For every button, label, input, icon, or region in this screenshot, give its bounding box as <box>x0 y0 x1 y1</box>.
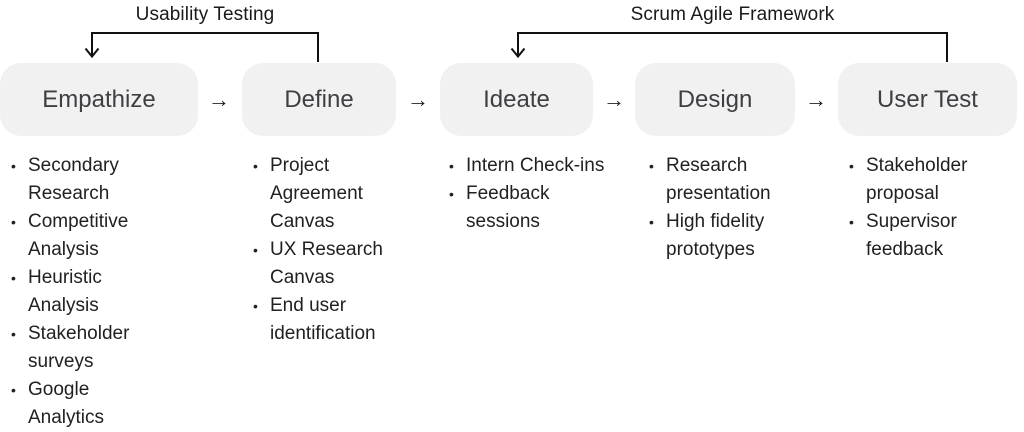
list-item: End user identification <box>250 292 390 348</box>
list-item: Heuristic Analysis <box>8 264 140 320</box>
stage-box-empathize: Empathize <box>0 63 198 136</box>
stage-list-define: Project Agreement Canvas UX Research Can… <box>250 152 390 348</box>
list-item: Competitive Analysis <box>8 208 140 264</box>
stage-box-design: Design <box>635 63 795 136</box>
list-item: Intern Check-ins <box>446 152 618 180</box>
list-item: Feedback sessions <box>446 180 618 236</box>
stage-list-empathize: Secondary Research Competitive Analysis … <box>8 152 140 432</box>
flow-arrow-icon: → <box>805 86 827 112</box>
usability-testing-bracket <box>84 32 319 62</box>
annotation-scrum-agile-framework: Scrum Agile Framework <box>630 4 835 25</box>
down-arrow-icon <box>84 47 100 59</box>
list-item: Secondary Research <box>8 152 140 208</box>
stage-list-design: Research presentation High fidelity prot… <box>646 152 786 264</box>
list-item: Supervisor feedback <box>846 208 980 264</box>
list-item: High fidelity prototypes <box>646 208 786 264</box>
list-item: Stakeholder surveys <box>8 320 140 376</box>
flow-arrow-icon: → <box>208 86 230 112</box>
stage-list-user-test: Stakeholder proposal Supervisor feedback <box>846 152 980 264</box>
flow-arrow-icon: → <box>603 86 625 112</box>
list-item: Google Analytics <box>8 376 140 432</box>
down-arrow-icon <box>510 47 526 59</box>
stage-list-ideate: Intern Check-ins Feedback sessions <box>446 152 618 236</box>
list-item: UX Research Canvas <box>250 236 390 292</box>
list-item: Project Agreement Canvas <box>250 152 390 236</box>
stage-box-user-test: User Test <box>838 63 1017 136</box>
stage-box-ideate: Ideate <box>440 63 593 136</box>
flow-arrow-icon: → <box>407 86 429 112</box>
list-item: Stakeholder proposal <box>846 152 980 208</box>
stage-box-define: Define <box>242 63 396 136</box>
list-item: Research presentation <box>646 152 786 208</box>
scrum-agile-bracket <box>510 32 948 62</box>
annotation-usability-testing: Usability Testing <box>135 4 275 25</box>
